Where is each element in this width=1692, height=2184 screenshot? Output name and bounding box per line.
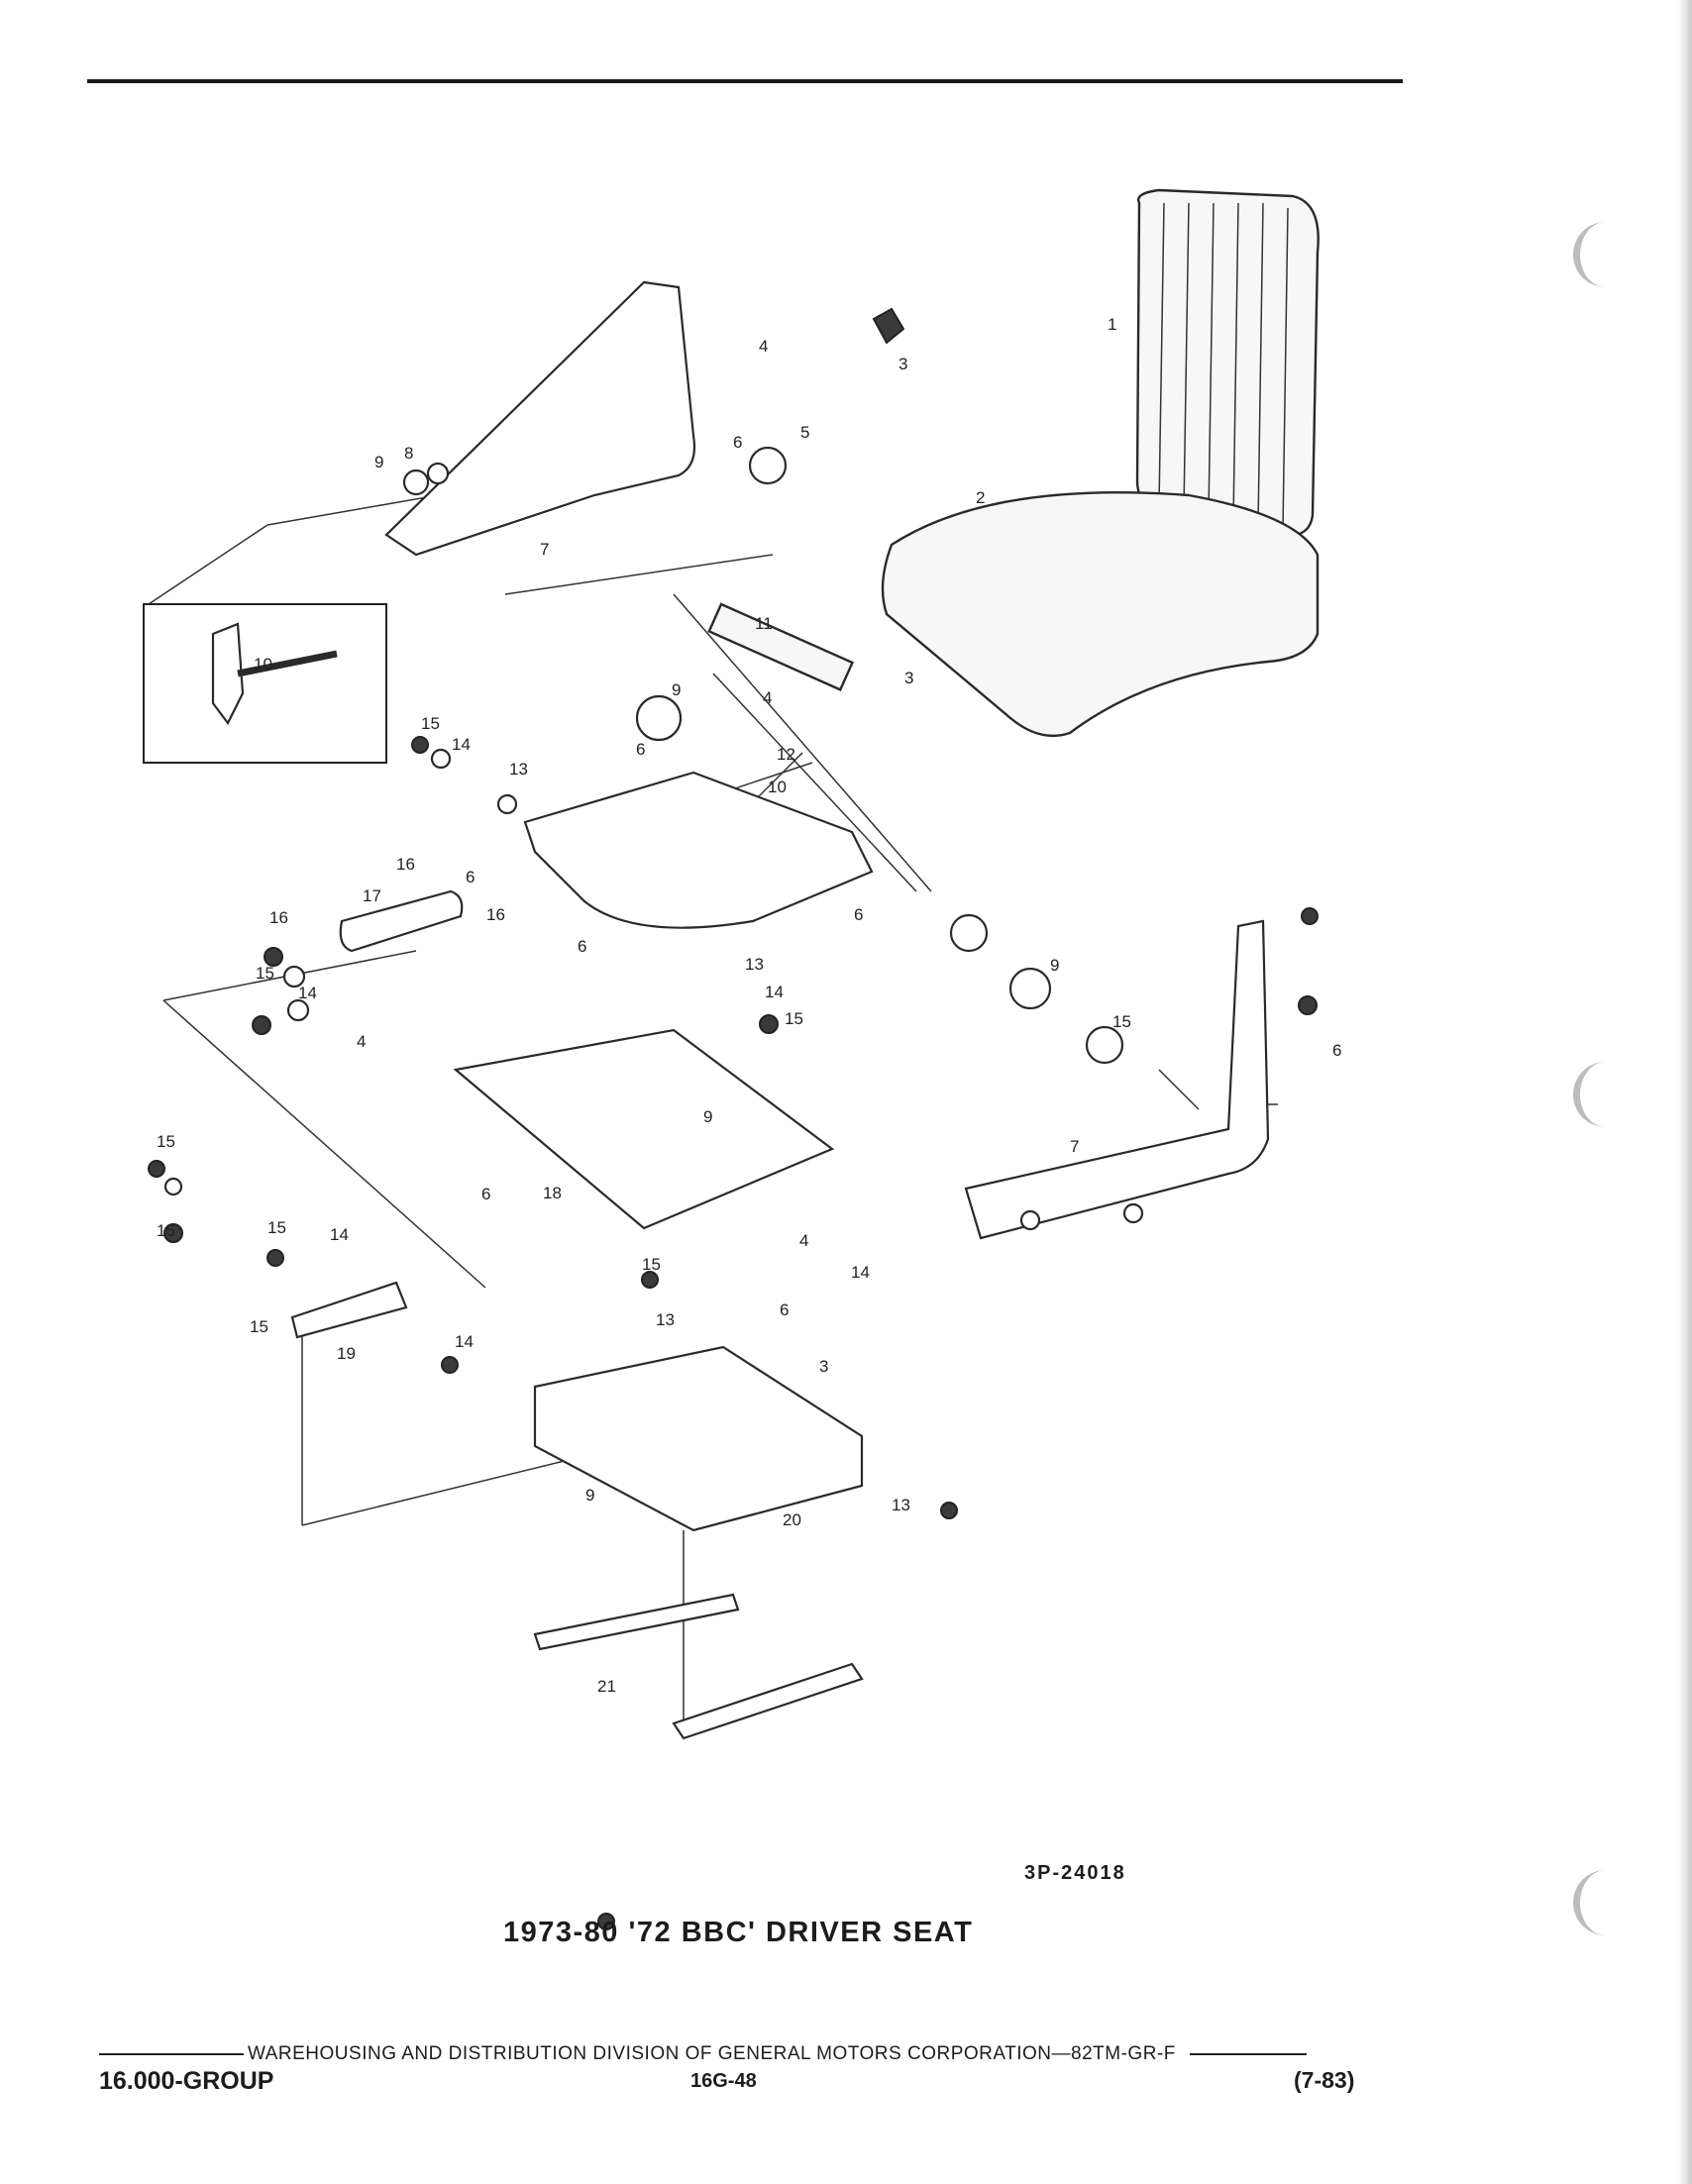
- slider-frame-7: [964, 919, 1270, 1240]
- callout-21: 21: [597, 1677, 616, 1696]
- callout-9a: 9: [374, 453, 383, 471]
- callout-3a: 3: [899, 355, 907, 373]
- callout-13d: 13: [892, 1496, 910, 1514]
- callout-8: 8: [404, 444, 413, 463]
- callout-3b: 3: [904, 669, 913, 687]
- bushing-9b: [1008, 967, 1052, 1010]
- footer-rule-left: [99, 2052, 244, 2055]
- handle-10: [211, 622, 245, 726]
- callout-13c: 13: [656, 1310, 675, 1329]
- hardware-nuts-washers: [148, 736, 1319, 1930]
- callout-6g: 6: [481, 1185, 490, 1203]
- callout-7b: 7: [1070, 1137, 1079, 1156]
- punch-hole-top: [1573, 222, 1614, 287]
- callout-6e: 6: [578, 937, 586, 956]
- seat-pan-10: [523, 771, 874, 929]
- bushing-15: [1085, 1025, 1124, 1065]
- cam-plate: [949, 913, 989, 953]
- callout-9e: 9: [585, 1486, 594, 1505]
- seat-track-21: [533, 1593, 740, 1651]
- callout-18: 18: [543, 1184, 562, 1202]
- callout-12: 12: [777, 745, 795, 764]
- callout-14e: 14: [851, 1263, 870, 1282]
- callout-16c: 16: [486, 905, 505, 924]
- callout-4c: 4: [357, 1032, 366, 1051]
- frame-18: [453, 1028, 835, 1230]
- callout-20: 20: [783, 1510, 801, 1529]
- callout-6d: 6: [854, 905, 863, 924]
- pivot-frame-7: [384, 280, 696, 557]
- callout-14d: 14: [330, 1225, 349, 1244]
- callout-6c: 6: [466, 868, 475, 886]
- figure-caption: 1973-80 '72 BBC' DRIVER SEAT: [503, 1917, 974, 1948]
- page-edge-shadow: [1678, 0, 1692, 2184]
- header-rule: [87, 79, 1403, 83]
- bushing-9a: [635, 694, 683, 742]
- callout-1: 1: [1108, 315, 1116, 334]
- callout-10a: 10: [254, 655, 272, 674]
- callout-15i: 15: [642, 1255, 661, 1274]
- shock-absorber-17: [339, 889, 464, 953]
- seat-back-pleats: [1158, 202, 1289, 531]
- callout-17: 17: [363, 886, 381, 905]
- callout-6h: 6: [780, 1300, 789, 1319]
- callout-11: 11: [755, 614, 773, 633]
- callout-14a: 14: [452, 735, 471, 754]
- callout-19: 19: [337, 1344, 356, 1363]
- callout-15f: 15: [157, 1221, 175, 1240]
- callout-13b: 13: [745, 955, 764, 974]
- spring-bar-11: [707, 602, 855, 691]
- callout-7a: 7: [540, 540, 549, 559]
- callout-15b: 15: [256, 964, 274, 983]
- washer-8: [426, 462, 450, 485]
- callout-9c: 9: [1050, 956, 1059, 975]
- callout-15e: 15: [157, 1132, 175, 1151]
- punch-hole-middle: [1573, 1062, 1614, 1127]
- adjusting-bolt: [237, 650, 338, 677]
- callout-6a: 6: [733, 433, 742, 452]
- callout-4a: 4: [759, 337, 768, 356]
- callout-15g: 15: [267, 1218, 286, 1237]
- callout-16a: 16: [396, 855, 415, 874]
- callout-14f: 14: [455, 1332, 474, 1351]
- spacer-9: [402, 468, 430, 496]
- callout-labels: 1 2 3 3 3 4 4 4 4 5 6 6 6 6 6 6 6 6 7 7 …: [157, 315, 1341, 1696]
- group-label: 16.000-GROUP: [99, 2067, 274, 2095]
- callout-9d: 9: [703, 1107, 712, 1126]
- seat-track-21b: [672, 1662, 864, 1740]
- footer-division-text: WAREHOUSING AND DISTRIBUTION DIVISION OF…: [248, 2043, 1176, 2064]
- seat-cushion: [881, 491, 1320, 737]
- page-number: 16G-48: [690, 2070, 757, 2092]
- callout-6f: 6: [1332, 1041, 1341, 1060]
- callout-3c: 3: [819, 1357, 828, 1376]
- callout-15h: 15: [250, 1317, 268, 1336]
- callout-2: 2: [976, 488, 985, 507]
- inset-box: [143, 603, 387, 764]
- callout-15d: 15: [1112, 1012, 1131, 1031]
- callout-5: 5: [800, 423, 809, 442]
- callout-14b: 14: [298, 984, 317, 1002]
- seat-back-cushion: [1135, 188, 1320, 537]
- callout-10b: 10: [768, 778, 787, 796]
- callout-13a: 13: [509, 760, 528, 779]
- callout-4d: 4: [799, 1231, 808, 1250]
- footer-rule-right: [1189, 2052, 1307, 2055]
- parts-outline: [143, 188, 1320, 1740]
- callout-9b: 9: [672, 680, 681, 699]
- callout-15a: 15: [421, 714, 440, 733]
- callout-14c: 14: [765, 983, 784, 1001]
- callout-15c: 15: [785, 1009, 803, 1028]
- footer-division-line: WAREHOUSING AND DISTRIBUTION DIVISION OF…: [99, 2043, 1377, 2065]
- callout-6b: 6: [636, 740, 645, 759]
- figure-reference-code: 3P-24018: [1024, 1862, 1126, 1884]
- callout-4b: 4: [763, 688, 772, 707]
- revision-date: (7-83): [1294, 2067, 1355, 2093]
- callout-16b: 16: [269, 908, 288, 927]
- base-frame-20: [533, 1345, 864, 1532]
- punch-hole-bottom: [1573, 1870, 1614, 1935]
- lever-19: [290, 1281, 408, 1339]
- knob-3: [872, 307, 905, 345]
- bushing-5: [748, 446, 788, 485]
